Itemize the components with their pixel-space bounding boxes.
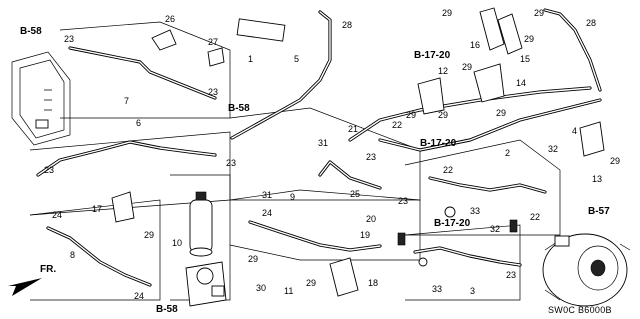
ref-b57: B-57 xyxy=(588,206,610,217)
callout-22-b: 22 xyxy=(443,165,453,175)
callout-24-c: 24 xyxy=(262,208,272,218)
callout-16: 16 xyxy=(470,40,480,50)
callout-11: 11 xyxy=(284,286,293,296)
callout-4: 4 xyxy=(572,126,577,136)
callout-32-b: 32 xyxy=(490,224,500,234)
callout-13: 13 xyxy=(592,174,602,184)
callout-14: 14 xyxy=(516,78,526,88)
callout-19: 19 xyxy=(360,230,370,240)
callout-29-c: 29 xyxy=(524,34,534,44)
callout-29-i: 29 xyxy=(144,230,154,240)
callout-29-g: 29 xyxy=(496,108,506,118)
diagram-code: SW0C B6000B xyxy=(548,305,612,315)
callout-23-c: 23 xyxy=(44,165,54,175)
callout-31-b: 31 xyxy=(262,190,272,200)
callout-1: 1 xyxy=(248,54,253,64)
ref-b58-mid: B-58 xyxy=(228,103,250,114)
callout-6: 6 xyxy=(136,118,141,128)
reference-labels: B-58 B-58 B-58 B-17-20 B-17-20 B-17-20 B… xyxy=(20,26,610,315)
callout-24-b: 24 xyxy=(134,291,144,301)
callout-5: 5 xyxy=(294,54,299,64)
callout-29-a: 29 xyxy=(442,8,452,18)
callout-18: 18 xyxy=(368,278,378,288)
callout-10: 10 xyxy=(172,238,182,248)
callout-23-a: 23 xyxy=(64,34,74,44)
callout-25: 25 xyxy=(350,189,360,199)
condenser xyxy=(11,51,71,146)
callout-27: 27 xyxy=(208,37,218,47)
callout-7: 7 xyxy=(124,96,129,106)
callout-22-a: 22 xyxy=(392,120,402,130)
callout-33-b: 33 xyxy=(432,284,442,294)
callout-29-h: 29 xyxy=(610,156,620,166)
callout-3: 3 xyxy=(470,286,475,296)
ref-b1720-top: B-17-20 xyxy=(414,50,451,61)
callout-23-e: 23 xyxy=(506,270,516,280)
callout-29-d: 29 xyxy=(462,62,472,72)
callout-15: 15 xyxy=(520,54,530,64)
callout-29-j: 29 xyxy=(248,254,258,264)
callout-30: 30 xyxy=(256,283,266,293)
callout-20: 20 xyxy=(366,214,376,224)
pipes xyxy=(36,8,602,287)
callout-21: 21 xyxy=(348,124,358,134)
callout-17: 17 xyxy=(92,204,102,214)
callout-23-g: 23 xyxy=(398,196,408,206)
callout-28-b: 28 xyxy=(586,18,596,28)
callout-23-d: 23 xyxy=(226,158,236,168)
callout-22-c: 22 xyxy=(530,212,540,222)
bracket-assembly xyxy=(185,261,227,307)
callout-23-f: 23 xyxy=(366,152,376,162)
callout-29-f: 29 xyxy=(438,110,448,120)
callout-labels: 1 2 3 4 5 6 7 8 9 10 11 12 13 14 15 16 1… xyxy=(44,8,620,301)
callout-26: 26 xyxy=(165,14,175,24)
callout-29-b: 29 xyxy=(534,8,544,18)
arrow-icon xyxy=(8,278,42,296)
callout-12: 12 xyxy=(438,66,448,76)
compressor xyxy=(542,233,631,307)
callout-28-a: 28 xyxy=(342,20,352,30)
callout-9: 9 xyxy=(290,192,295,202)
direction-label: FR. xyxy=(40,264,56,275)
callout-29-e: 29 xyxy=(406,110,416,120)
callout-29-k: 29 xyxy=(306,278,316,288)
callout-2: 2 xyxy=(505,148,510,158)
ref-b58-bottom: B-58 xyxy=(156,304,178,315)
callout-23-b: 23 xyxy=(208,87,218,97)
callout-8: 8 xyxy=(70,250,75,260)
callout-32-a: 32 xyxy=(548,144,558,154)
callout-33-a: 33 xyxy=(470,206,480,216)
front-direction-arrow: FR. xyxy=(8,264,56,296)
callout-31-a: 31 xyxy=(318,138,328,148)
receiver-dryer xyxy=(189,191,213,257)
small-parts xyxy=(111,7,605,297)
ref-b1720-mid: B-17-20 xyxy=(420,138,457,149)
callout-24-a: 24 xyxy=(52,210,62,220)
ref-b1720-low: B-17-20 xyxy=(434,218,471,229)
ref-b58-left: B-58 xyxy=(20,26,42,37)
